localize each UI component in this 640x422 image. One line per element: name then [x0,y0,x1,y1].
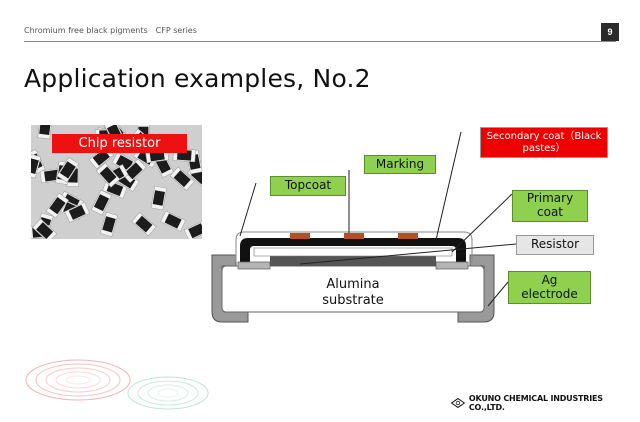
leader-primary-coat [451,193,513,253]
photo-chip [90,189,113,216]
secondary-coat [240,238,466,264]
leader-resistor [299,243,517,265]
photo-chip [99,211,119,237]
photo-chip [169,166,195,191]
photo-chip [95,162,121,188]
slide-title: Application examples, No.2 [24,64,371,93]
header-divider [24,41,616,42]
photo-chip [131,212,157,237]
alumina-label-line1: Alumina [326,277,379,292]
company-name: OKUNO CHEMICAL INDUSTRIES CO.,LTD. [468,394,603,412]
photo-chip [32,218,58,239]
alumina-label-line2: substrate [322,293,384,308]
primary-coat-label: Primary coat [512,190,588,222]
company-logo: OKUNO CHEMICAL INDUSTRIES CO.,LTD. [451,394,640,412]
marking-label: Marking [364,155,436,174]
photo-chip [160,210,186,232]
leader-topcoat [239,182,257,237]
leader-secondary-coat [435,131,462,241]
page-number: 9 [601,23,619,41]
resistor-label: Resistor [516,235,594,255]
photo-chip [150,185,167,211]
photo-chip [56,157,80,183]
ag-electrode-label: Ag electrode [508,271,591,304]
chip-resistor-label: Chip resistor [52,134,187,153]
photo-chip [45,192,70,219]
marking-2 [344,233,364,239]
photo-chip [31,153,42,179]
resistor-layer [270,256,436,266]
marking-3 [398,233,418,239]
primary-coat-layer [253,247,453,257]
photo-chip [121,158,147,184]
photo-chip [64,201,91,223]
topcoat-label: Topcoat [270,176,346,196]
photo-chip [183,220,202,239]
decorative-swirl-art [25,359,209,410]
marking-1 [290,233,310,239]
photo-chip [37,125,53,140]
header-text: Chromium free black pigments CFP series [24,26,197,35]
okuno-diamond-icon [451,398,465,408]
left-inner-electrode [237,261,271,270]
topcoat-outline [235,231,473,262]
right-inner-electrode [435,261,469,270]
secondary-coat-label: Secondary coat（Black pastes） [480,127,608,158]
leader-ag-electrode [487,281,509,307]
